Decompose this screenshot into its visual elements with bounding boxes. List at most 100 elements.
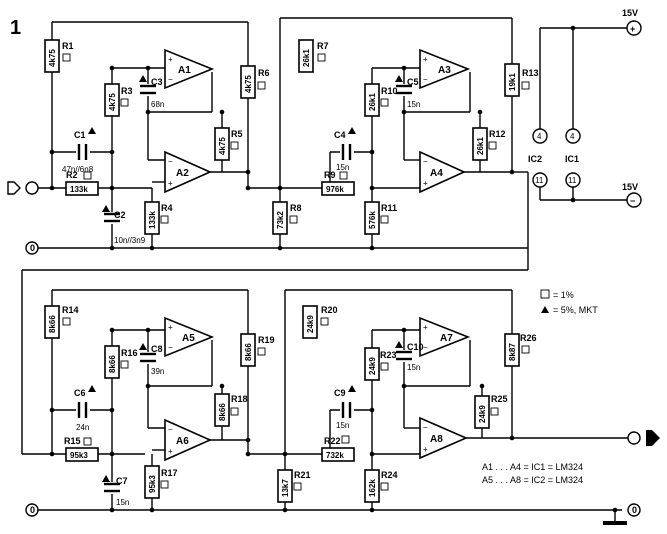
legend: = 1% = 5%, MKT A1 . . . A4 = IC1 = LM324… (482, 289, 598, 485)
svg-text:4: 4 (537, 132, 542, 141)
opamp-a7: +− A7 (419, 316, 471, 358)
svg-text:8k66: 8k66 (108, 355, 117, 373)
svg-text:C5: C5 (407, 77, 419, 87)
svg-text:−: − (168, 425, 173, 434)
resistor-r20: 24k9 R20 (302, 305, 338, 339)
svg-text:A2: A2 (176, 168, 189, 179)
svg-text:+: + (168, 447, 173, 456)
resistor-r7: 26k1 R7 (298, 39, 329, 73)
svg-text:+: + (423, 179, 428, 188)
svg-text:11: 11 (535, 176, 544, 185)
svg-text:0: 0 (30, 243, 35, 253)
svg-text:95k3: 95k3 (148, 475, 157, 493)
capacitor-c8: C8 39n (139, 343, 164, 376)
svg-text:11: 11 (568, 176, 577, 185)
svg-text:13k7: 13k7 (281, 479, 290, 497)
resistor-r11: 576k R11 (364, 201, 397, 235)
svg-text:−: − (168, 343, 173, 352)
svg-text:C9: C9 (334, 388, 346, 398)
svg-text:+: + (423, 323, 428, 332)
resistor-r23: 24k9 R23 (364, 347, 397, 381)
svg-text:24n: 24n (76, 423, 89, 432)
svg-text:8k66: 8k66 (218, 403, 227, 421)
svg-text:R25: R25 (491, 394, 508, 404)
svg-text:4k75: 4k75 (108, 93, 117, 111)
svg-text:95k3: 95k3 (70, 451, 88, 460)
capacitor-c7: C7 15n (102, 475, 129, 507)
legend-five-percent: = 5%, MKT (553, 305, 598, 315)
svg-text:24k9: 24k9 (368, 357, 377, 375)
svg-text:C4: C4 (334, 130, 346, 140)
ground-terminal-bottom: 0 (25, 503, 39, 517)
wires-top (21, 17, 529, 454)
svg-text:+: + (630, 24, 635, 34)
svg-text:R13: R13 (522, 68, 539, 78)
svg-text:R2: R2 (66, 170, 78, 180)
resistor-r2: 133k R2 (65, 170, 99, 196)
svg-text:15n: 15n (407, 363, 420, 372)
svg-text:4k75: 4k75 (48, 49, 57, 67)
svg-text:C6: C6 (74, 388, 86, 398)
svg-text:133k: 133k (70, 185, 88, 194)
svg-text:19k1: 19k1 (508, 73, 517, 91)
resistor-r15: 95k3 R15 (64, 436, 99, 462)
svg-text:R23: R23 (380, 350, 397, 360)
resistor-r17: 95k3 R17 (144, 465, 178, 499)
resistor-r10: 26k1 R10 (364, 83, 398, 117)
capacitor-c9: C9 15n (334, 385, 356, 430)
resistor-r14: 8k66 R14 (44, 305, 79, 339)
svg-text:+: + (423, 55, 428, 64)
svg-text:C10: C10 (407, 342, 424, 352)
svg-text:0: 0 (632, 505, 637, 515)
svg-text:C1: C1 (74, 130, 86, 140)
svg-text:A7: A7 (440, 333, 453, 344)
svg-text:26k1: 26k1 (368, 93, 377, 111)
ic1-label: IC1 (565, 154, 579, 164)
svg-text:R24: R24 (381, 470, 398, 480)
resistor-r22: 732k R22 (321, 435, 355, 462)
svg-text:R1: R1 (62, 41, 74, 51)
opamp-a5: +− A5 (164, 316, 215, 358)
power-supply: 15V + 15V − 4 4 IC2 IC1 11 11 (528, 8, 642, 208)
resistor-r25: 24k9 R25 (474, 394, 508, 429)
output-terminal (627, 430, 660, 446)
svg-text:26k1: 26k1 (476, 137, 485, 155)
svg-text:8k66: 8k66 (244, 343, 253, 361)
resistor-r1: 4k75 R1 (44, 39, 74, 73)
capacitor-c5: C5 15n (395, 75, 420, 109)
resistor-r3: 4k75 R3 (104, 83, 133, 117)
svg-text:4: 4 (570, 132, 575, 141)
svg-text:+: + (423, 445, 428, 454)
svg-text:R6: R6 (258, 68, 270, 78)
svg-text:R7: R7 (317, 41, 329, 51)
ic2-label: IC2 (528, 154, 542, 164)
resistor-r12: 26k1 R12 (472, 127, 506, 161)
svg-text:976k: 976k (326, 185, 344, 194)
svg-text:R19: R19 (258, 335, 275, 345)
resistor-r6: 4k75 R6 (240, 65, 270, 99)
svg-text:24k9: 24k9 (306, 315, 315, 333)
svg-text:47n//6n8: 47n//6n8 (62, 165, 94, 174)
resistor-r13: 19k1 R13 (504, 63, 539, 97)
svg-text:39n: 39n (151, 367, 164, 376)
svg-text:R26: R26 (520, 333, 537, 343)
resistor-r16: 8k66 R16 (104, 345, 138, 379)
svg-text:0: 0 (30, 505, 35, 515)
resistor-r18: 8k66 R18 (214, 393, 248, 427)
input-terminal (7, 181, 39, 195)
svg-text:A4: A4 (430, 168, 443, 179)
svg-text:4k75: 4k75 (244, 75, 253, 93)
svg-text:A5: A5 (182, 333, 195, 344)
svg-text:R17: R17 (161, 468, 178, 478)
svg-text:−: − (423, 157, 428, 166)
svg-text:R8: R8 (290, 203, 302, 213)
svg-text:−: − (423, 423, 428, 432)
svg-text:15n: 15n (116, 498, 129, 507)
svg-text:15n: 15n (336, 163, 349, 172)
resistor-r4: 133k R4 (144, 201, 173, 235)
opamp-a1: +− A1 (164, 48, 215, 90)
svg-text:4k75: 4k75 (218, 137, 227, 155)
ground-terminal-top: 0 (25, 241, 39, 255)
svg-text:8k66: 8k66 (48, 315, 57, 333)
